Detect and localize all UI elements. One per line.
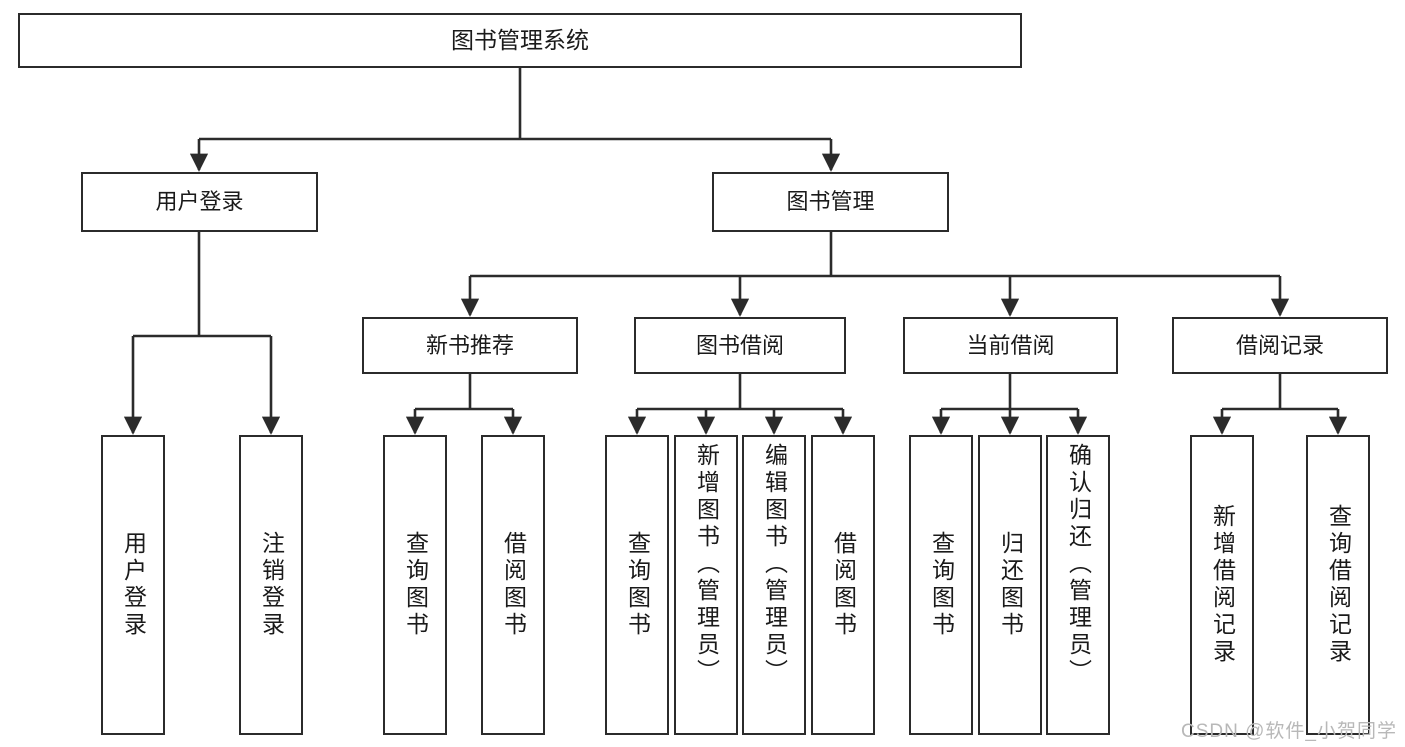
node-new-book-recommend[interactable]: 新书推荐 xyxy=(362,317,578,374)
leaf-add-borrow-record[interactable]: 新增借阅记录 xyxy=(1190,435,1254,735)
node-label: 图书借阅 xyxy=(695,332,784,358)
leaf-query-book-borrow[interactable]: 查询图书 xyxy=(605,435,669,735)
node-label: 查询图书 xyxy=(402,531,429,639)
node-label: 新增图书（管理员） xyxy=(693,443,720,686)
node-book-management[interactable]: 图书管理 xyxy=(712,172,949,232)
leaf-logout[interactable]: 注销登录 xyxy=(239,435,303,735)
node-label: 当前借阅 xyxy=(966,332,1055,358)
node-label: 新增借阅记录 xyxy=(1209,504,1236,666)
node-borrow-record[interactable]: 借阅记录 xyxy=(1172,317,1388,374)
node-label: 编辑图书（管理员） xyxy=(761,443,788,686)
leaf-add-book-admin[interactable]: 新增图书（管理员） xyxy=(674,435,738,735)
node-book-borrow[interactable]: 图书借阅 xyxy=(634,317,846,374)
leaf-query-borrow-record[interactable]: 查询借阅记录 xyxy=(1306,435,1370,735)
leaf-borrow-book[interactable]: 借阅图书 xyxy=(811,435,875,735)
leaf-query-book-recommend[interactable]: 查询图书 xyxy=(383,435,447,735)
node-root-system[interactable]: 图书管理系统 xyxy=(18,13,1022,68)
node-label: 确认归还（管理员） xyxy=(1065,443,1092,686)
node-label: 归还图书 xyxy=(997,531,1024,639)
node-label: 新书推荐 xyxy=(425,332,514,358)
node-label: 借阅记录 xyxy=(1235,332,1324,358)
node-label: 借阅图书 xyxy=(830,531,857,639)
node-label: 用户登录 xyxy=(155,189,244,215)
leaf-return-book[interactable]: 归还图书 xyxy=(978,435,1042,735)
leaf-borrow-book-recommend[interactable]: 借阅图书 xyxy=(481,435,545,735)
leaf-query-book-current[interactable]: 查询图书 xyxy=(909,435,973,735)
node-label: 查询图书 xyxy=(928,531,955,639)
node-user-login[interactable]: 用户登录 xyxy=(81,172,318,232)
node-label: 借阅图书 xyxy=(500,531,527,639)
node-label: 注销登录 xyxy=(258,531,285,639)
leaf-user-login[interactable]: 用户登录 xyxy=(101,435,165,735)
node-label: 查询借阅记录 xyxy=(1325,504,1352,666)
leaf-confirm-return-admin[interactable]: 确认归还（管理员） xyxy=(1046,435,1110,735)
node-label: 查询图书 xyxy=(624,531,651,639)
node-label: 用户登录 xyxy=(120,531,147,639)
watermark-text: CSDN @软件_小贺同学 xyxy=(1181,721,1397,742)
node-label: 图书管理系统 xyxy=(451,27,589,54)
leaf-edit-book-admin[interactable]: 编辑图书（管理员） xyxy=(742,435,806,735)
node-label: 图书管理 xyxy=(786,189,875,215)
node-current-borrow[interactable]: 当前借阅 xyxy=(903,317,1118,374)
